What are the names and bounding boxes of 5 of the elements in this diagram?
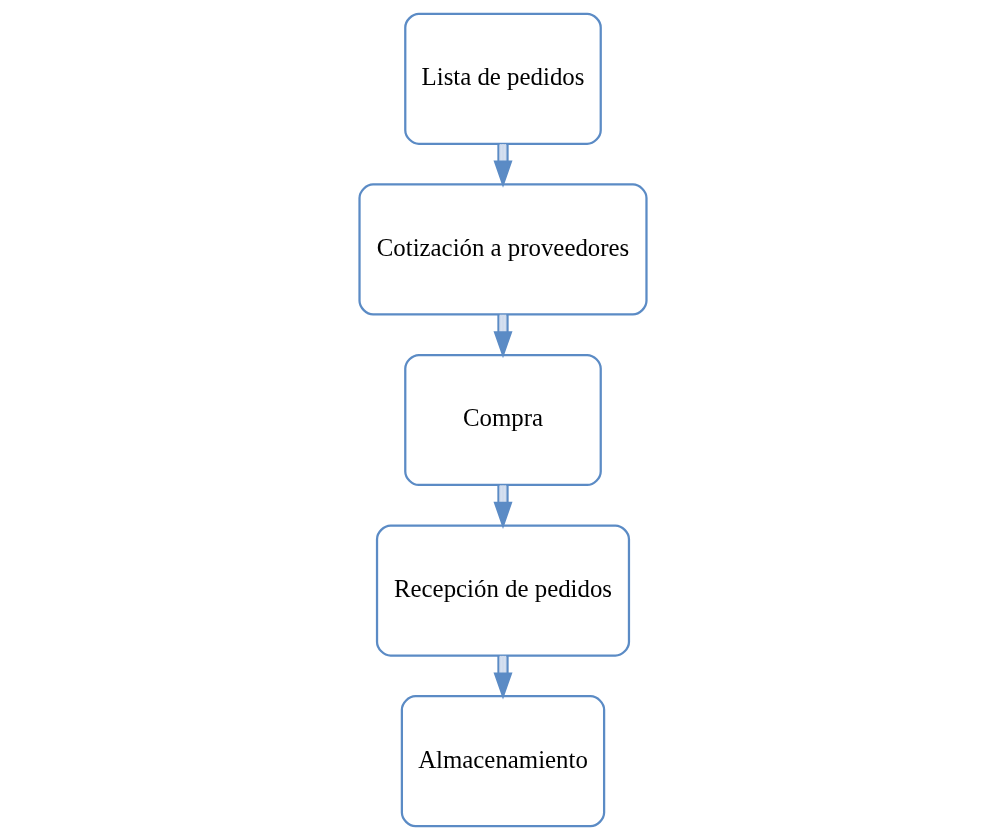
node-box: Recepción de pedidos bbox=[375, 524, 631, 657]
node-box: Almacenamiento bbox=[400, 694, 606, 827]
node-box: Cotización a proveedores bbox=[358, 182, 648, 315]
node-box: Compra bbox=[404, 353, 602, 486]
node-box: Lista de pedidos bbox=[404, 12, 602, 145]
